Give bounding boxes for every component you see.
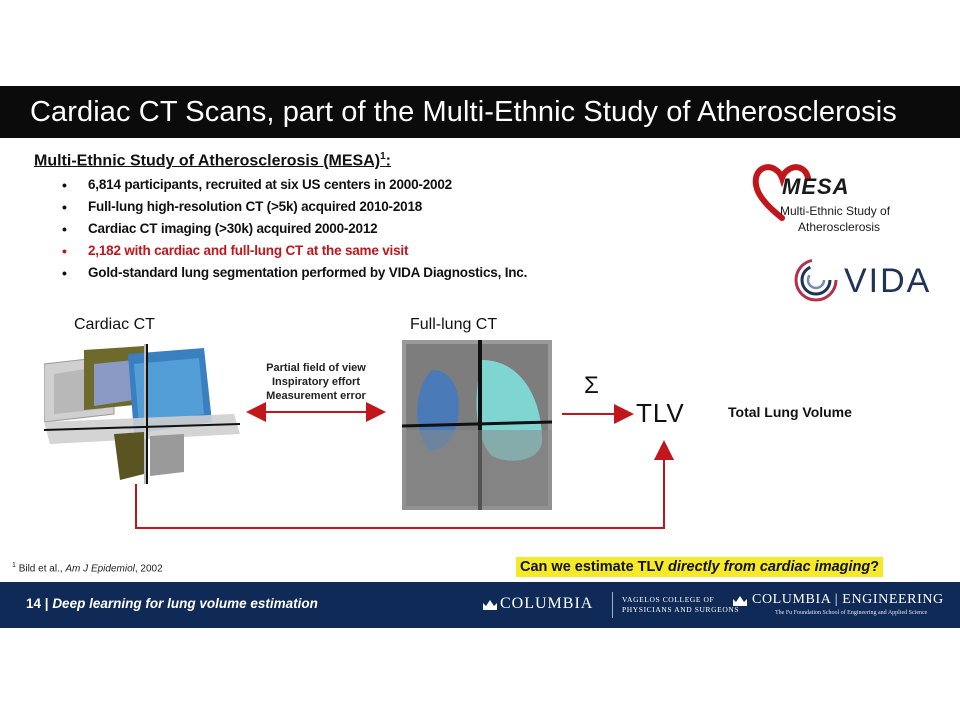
mesa-wordmark: MESA bbox=[782, 174, 850, 199]
footnote-journal: Am J Epidemiol bbox=[65, 563, 135, 575]
cardiac-ct-image bbox=[44, 344, 241, 484]
vagelos-line2: PHYSICIANS AND SURGEONS bbox=[622, 605, 740, 614]
question-prefix: Can we estimate TLV bbox=[520, 559, 668, 575]
bullet-dot-icon: • bbox=[62, 221, 67, 237]
issue-item: Measurement error bbox=[266, 390, 366, 402]
slide-number: 14 bbox=[26, 596, 42, 611]
vida-wordmark: VIDA bbox=[844, 262, 932, 300]
heading-colon: : bbox=[385, 152, 391, 170]
vagelos-line1: VAGELOS COLLEGE OF bbox=[622, 595, 715, 604]
heading-text: Multi-Ethnic Study of Atherosclerosis (M… bbox=[34, 152, 381, 170]
sigma-symbol: Σ bbox=[584, 372, 599, 399]
issues-list: Partial field of view Inspiratory effort… bbox=[246, 361, 386, 403]
slide-title: Cardiac CT Scans, part of the Multi-Ethn… bbox=[30, 96, 897, 128]
footnote-marker: 1 bbox=[12, 562, 16, 569]
fulllung-ct-label: Full-lung CT bbox=[410, 316, 498, 333]
mesa-heart-icon bbox=[752, 164, 811, 221]
bullet-dot-icon: • bbox=[62, 177, 67, 193]
footer-title: Deep learning for lung volume estimation bbox=[52, 596, 318, 611]
tlv-full-label: Total Lung Volume bbox=[728, 404, 852, 420]
bullet-item: • Full-lung high-resolution CT (>5k) acqu… bbox=[62, 196, 527, 218]
fulllung-ct-image bbox=[402, 340, 553, 510]
bullet-text: Gold-standard lung segmentation performe… bbox=[88, 265, 528, 280]
footer-slide-info: 14 | Deep learning for lung volume estim… bbox=[26, 596, 318, 611]
research-question: Can we estimate TLV directly from cardia… bbox=[516, 557, 884, 577]
mesa-logo: MESA Multi-Ethnic Study of Atheroscleros… bbox=[752, 160, 922, 240]
bullet-text: Full-lung high-resolution CT (>5k) acqui… bbox=[88, 199, 423, 214]
issue-item: Inspiratory effort bbox=[271, 376, 360, 388]
mesa-subtitle-line1: Multi-Ethnic Study of bbox=[780, 204, 891, 218]
heading-footnote-marker: 1 bbox=[380, 151, 386, 162]
logo-divider bbox=[612, 592, 613, 618]
columbia-engineering-wordmark: COLUMBIA | ENGINEERING bbox=[752, 592, 944, 607]
question-emphasis: directly from cardiac imaging bbox=[668, 559, 871, 575]
issue-item: Partial field of view bbox=[266, 362, 366, 374]
cardiac-ct-label: Cardiac CT bbox=[74, 316, 155, 333]
bullet-item: • 6,814 participants, recruited at six US… bbox=[62, 174, 527, 196]
columbia-wordmark: COLUMBIA bbox=[500, 595, 594, 612]
footnote: 1 Bild et al., Am J Epidemiol, 2002 bbox=[12, 562, 163, 574]
footnote-authors: Bild et al., bbox=[18, 563, 66, 575]
bullet-item: • Gold-standard lung segmentation perform… bbox=[62, 262, 527, 284]
bullet-dot-icon: • bbox=[62, 265, 67, 281]
mesa-subtitle-line2: Atherosclerosis bbox=[798, 220, 881, 234]
bullet-text: Cardiac CT imaging (>30k) acquired 2000-… bbox=[88, 221, 378, 236]
bullet-dot-icon: • bbox=[62, 199, 67, 215]
bullet-list: • 6,814 participants, recruited at six US… bbox=[62, 174, 527, 284]
section-heading: Multi-Ethnic Study of Atherosclerosis (M… bbox=[34, 151, 391, 170]
tlv-label: TLV bbox=[636, 398, 685, 428]
title-bar: Cardiac CT Scans, part of the Multi-Ethn… bbox=[0, 86, 960, 138]
footnote-year: , 2002 bbox=[134, 563, 163, 575]
bullet-item: • Cardiac CT imaging (>30k) acquired 2000… bbox=[62, 218, 527, 240]
footer-separator: | bbox=[41, 596, 53, 611]
bullet-item-highlighted: • 2,182 with cardiac and full-lung CT at … bbox=[62, 240, 527, 262]
question-suffix: ? bbox=[870, 559, 880, 575]
engineering-subtitle: The Fu Foundation School of Engineering … bbox=[775, 610, 928, 616]
bullet-text: 6,814 participants, recruited at six US … bbox=[88, 177, 452, 192]
vida-logo: VIDA bbox=[790, 256, 950, 306]
footer-bar: 14 | Deep learning for lung volume estim… bbox=[0, 582, 960, 628]
columbia-crown-icon bbox=[483, 600, 497, 610]
engineering-crown-icon bbox=[733, 596, 747, 606]
bullet-text: 2,182 with cardiac and full-lung CT at t… bbox=[88, 243, 409, 258]
bullet-dot-icon: • bbox=[62, 243, 67, 259]
vida-swirl-icon bbox=[794, 258, 838, 302]
